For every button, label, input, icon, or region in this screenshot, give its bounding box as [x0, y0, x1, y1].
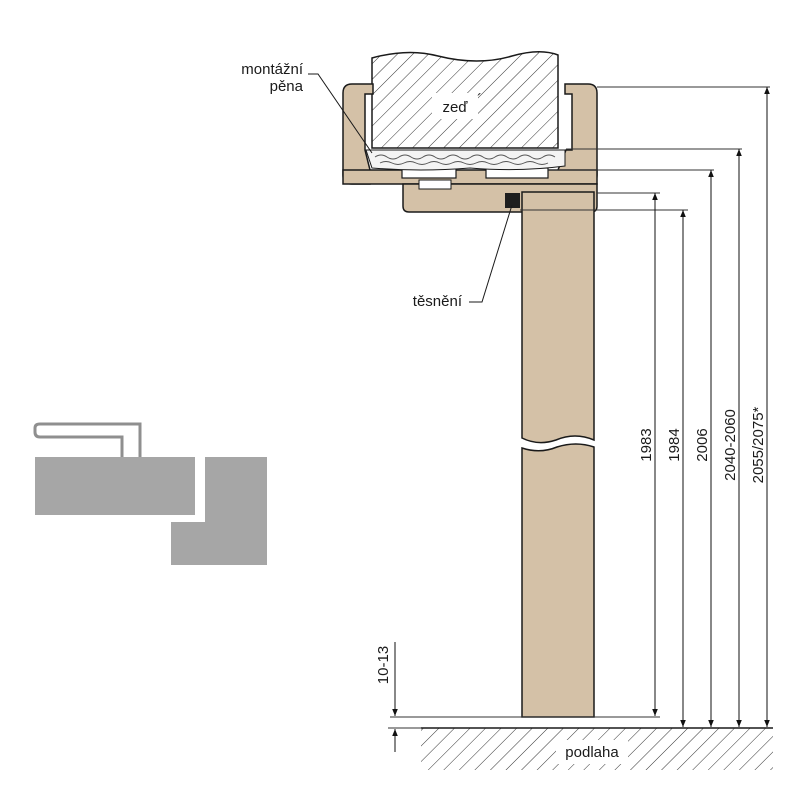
foam-fill	[365, 149, 566, 171]
dim-label-2006: 2006	[694, 428, 711, 461]
wall-section: zeď ´	[371, 51, 559, 149]
profile-main-block	[35, 457, 195, 515]
frame-bottom-band	[342, 169, 598, 185]
foam-layer	[365, 149, 566, 171]
foam-leader	[308, 73, 373, 154]
wall-label-bg	[432, 93, 478, 119]
seal-profile	[505, 193, 520, 208]
dim-label-2055-2075: 2055/2075*	[750, 406, 767, 483]
seal-label: těsnění	[413, 293, 463, 310]
wall-apostrophe: ´	[477, 91, 482, 108]
floor-label: podlaha	[565, 744, 619, 761]
door-leaf-lower	[521, 443, 595, 718]
foam-texture	[374, 154, 556, 165]
foam-label-line2: pěna	[270, 78, 304, 95]
dim-label-2040-2060: 2040-2060	[722, 409, 739, 481]
profile-step-block	[171, 457, 267, 565]
profile-clip-outline	[33, 422, 142, 457]
dim-label-1983: 1983	[638, 428, 655, 461]
frame-left-flange	[342, 83, 374, 185]
foam-label-line1: montážní	[241, 61, 304, 78]
floor-label-bg	[556, 740, 628, 764]
annotations: montážní pěna těsnění	[241, 61, 513, 310]
frame-profile-section	[33, 422, 267, 565]
seal-leader	[469, 204, 513, 303]
door-frame	[342, 83, 598, 213]
door-leaf	[505, 191, 595, 718]
gap-dim-label: 10-13	[375, 646, 392, 684]
frame-slot-white	[418, 179, 452, 190]
door-leaf-upper	[521, 191, 595, 444]
floor-section: podlaha	[421, 727, 773, 770]
frame-right-flange	[557, 83, 598, 185]
dim-label-1984: 1984	[666, 428, 683, 461]
wall-label: zeď	[442, 99, 468, 116]
dimensions: 1983 1984 2006 2040-2060 2055/2075* 10-1…	[375, 86, 770, 752]
